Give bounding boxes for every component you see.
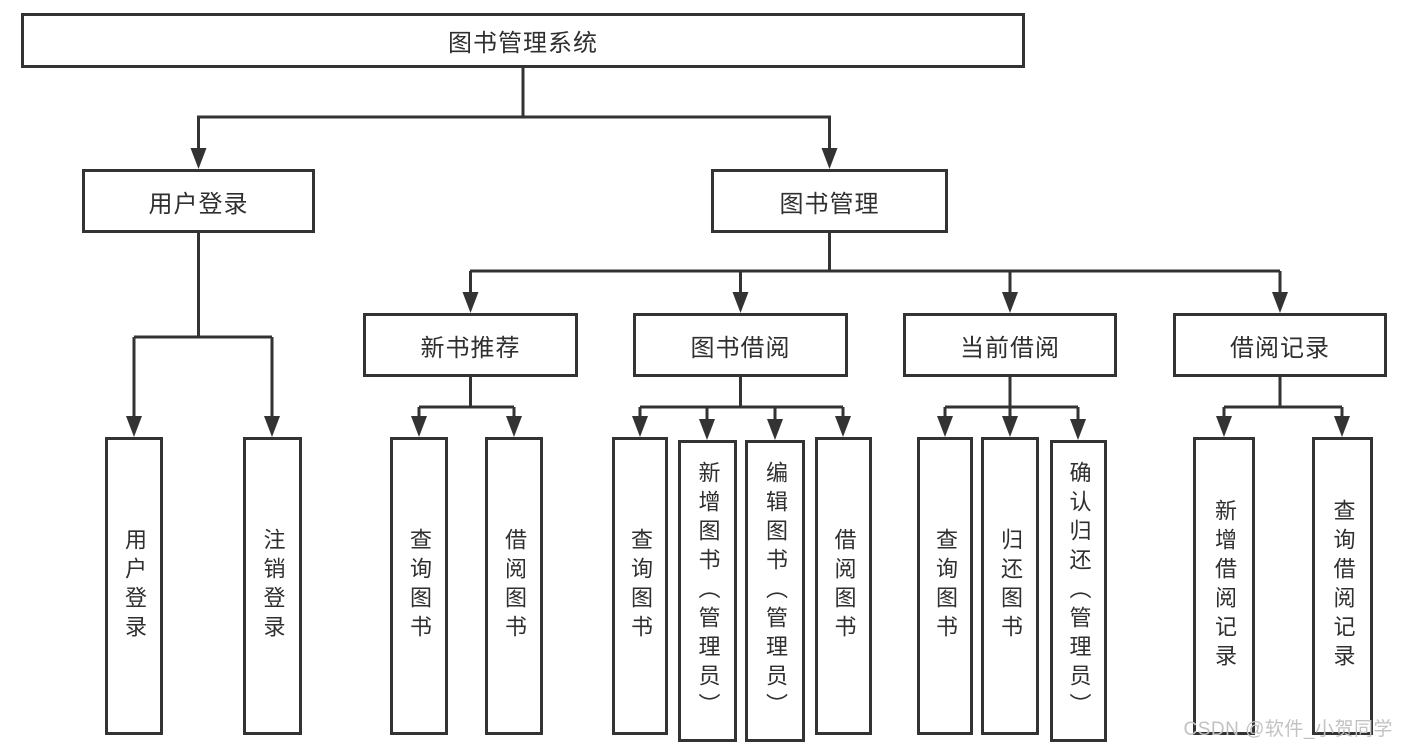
leaf-logout-label: 注销登录 bbox=[260, 528, 286, 644]
node-new-book-recommend: 新书推荐 bbox=[363, 313, 578, 377]
leaf-logout: 注销登录 bbox=[243, 437, 302, 735]
leaf-user-login-label: 用户登录 bbox=[122, 528, 147, 644]
node-library-management-system: 图书管理系统 bbox=[21, 13, 1025, 68]
node-user-login: 用户登录 bbox=[82, 169, 315, 233]
leaf-br-query-record: 查询借阅记录 bbox=[1312, 437, 1373, 735]
node-book-management: 图书管理 bbox=[711, 169, 948, 233]
node-current-borrowing-label: 当前借阅 bbox=[960, 334, 1060, 362]
connector-path bbox=[132, 67, 1344, 424]
leaf-nbr-query-books-label: 查询图书 bbox=[407, 528, 432, 644]
leaf-bb-query-books-label: 查询图书 bbox=[628, 528, 653, 644]
node-library-management-system-label: 图书管理系统 bbox=[448, 30, 598, 57]
leaf-cb-return-books: 归还图书 bbox=[981, 437, 1039, 735]
leaf-br-add-record: 新增借阅记录 bbox=[1193, 437, 1255, 735]
leaf-bb-edit-books-admin-label: 编辑图书（管理员） bbox=[763, 460, 788, 722]
leaf-nbr-query-books: 查询图书 bbox=[390, 437, 448, 735]
leaf-nbr-borrow-books-label: 借阅图书 bbox=[502, 528, 527, 644]
arrowheads bbox=[126, 148, 1350, 440]
node-book-management-label: 图书管理 bbox=[779, 190, 880, 218]
leaf-bb-borrow-books-label: 借阅图书 bbox=[831, 528, 857, 644]
leaf-br-add-record-label: 新增借阅记录 bbox=[1212, 499, 1237, 673]
node-book-borrowing: 图书借阅 bbox=[633, 313, 848, 377]
csdn-watermark: CSDN @软件_小贺同学 bbox=[1183, 719, 1393, 740]
leaf-cb-confirm-return-admin: 确认归还（管理员） bbox=[1050, 440, 1107, 742]
leaf-nbr-borrow-books: 借阅图书 bbox=[485, 437, 543, 735]
leaf-user-login: 用户登录 bbox=[105, 437, 163, 735]
leaf-bb-add-books-admin-label: 新增图书（管理员） bbox=[695, 460, 721, 722]
node-new-book-recommend-label: 新书推荐 bbox=[420, 334, 521, 362]
node-borrowing-records-label: 借阅记录 bbox=[1230, 334, 1330, 362]
node-user-login-label: 用户登录 bbox=[148, 190, 249, 218]
node-book-borrowing-label: 图书借阅 bbox=[690, 334, 791, 362]
node-current-borrowing: 当前借阅 bbox=[903, 313, 1117, 377]
leaf-bb-edit-books-admin: 编辑图书（管理员） bbox=[745, 440, 805, 742]
leaf-bb-add-books-admin: 新增图书（管理员） bbox=[678, 440, 737, 742]
leaf-cb-return-books-label: 归还图书 bbox=[998, 528, 1023, 644]
leaf-bb-borrow-books: 借阅图书 bbox=[815, 437, 872, 735]
leaf-cb-query-books: 查询图书 bbox=[917, 437, 973, 735]
node-borrowing-records: 借阅记录 bbox=[1173, 313, 1387, 377]
leaf-br-query-record-label: 查询借阅记录 bbox=[1330, 499, 1356, 673]
leaf-bb-query-books: 查询图书 bbox=[612, 437, 668, 735]
leaf-cb-confirm-return-admin-label: 确认归还（管理员） bbox=[1066, 460, 1092, 722]
leaf-cb-query-books-label: 查询图书 bbox=[933, 528, 958, 644]
